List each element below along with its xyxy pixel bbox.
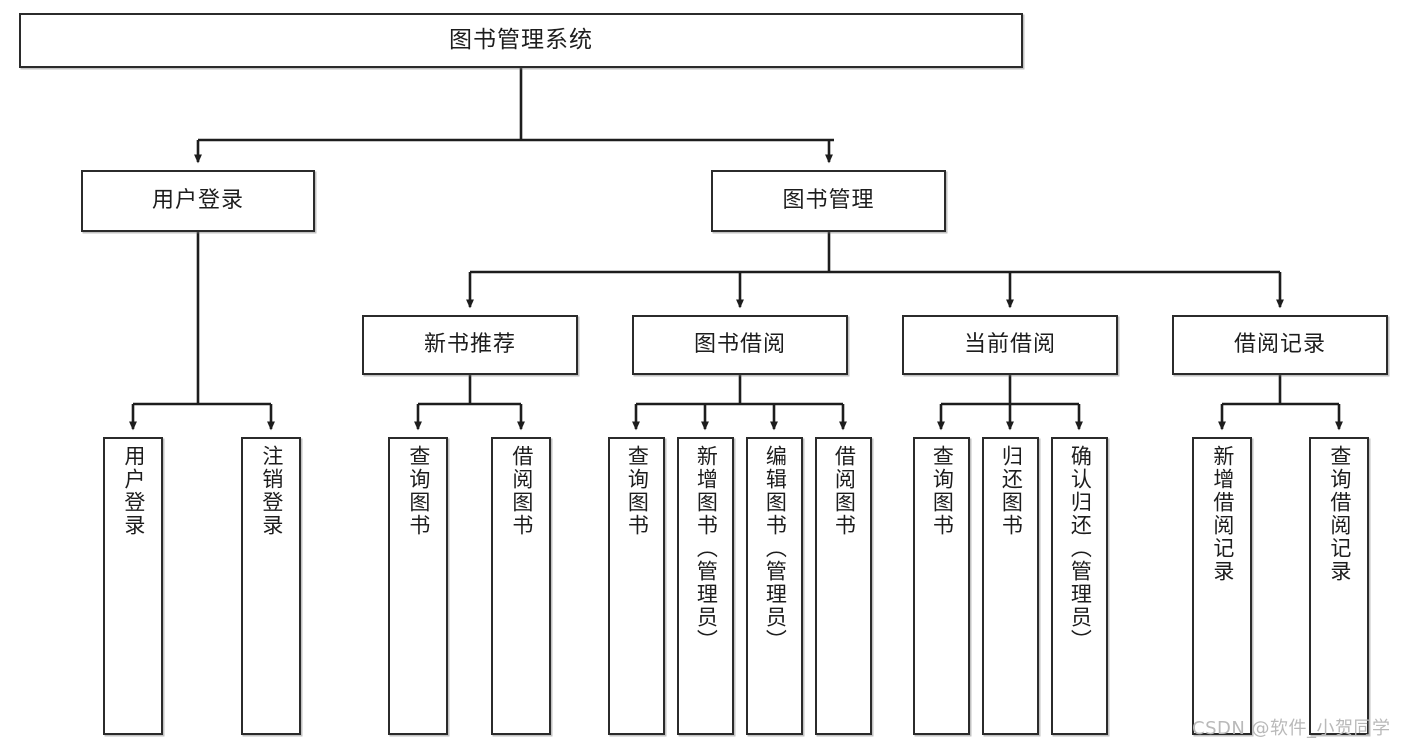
node-root-book-management-system[interactable]: 图书管理系统: [19, 13, 1023, 68]
node-label: 借阅图书: [509, 445, 534, 537]
node-borrow-record[interactable]: 借阅记录: [1172, 315, 1388, 375]
leaf-borrow-book-recommendation[interactable]: 借阅图书: [491, 437, 551, 735]
node-label: 图书管理系统: [449, 26, 593, 53]
leaf-add-borrow-record[interactable]: 新增借阅记录: [1192, 437, 1252, 735]
leaf-confirm-return-admin[interactable]: 确认归还（管理员）: [1051, 437, 1108, 735]
node-label: 新增借阅记录: [1210, 445, 1235, 583]
node-label: 注销登录: [259, 445, 284, 537]
node-label: 确认归还（管理员）: [1068, 445, 1093, 652]
leaf-return-book[interactable]: 归还图书: [982, 437, 1039, 735]
leaf-query-book-recommendation[interactable]: 查询图书: [388, 437, 448, 735]
node-label: 查询图书: [406, 445, 431, 537]
node-label: 用户登录: [151, 187, 244, 213]
node-current-borrow[interactable]: 当前借阅: [902, 315, 1118, 375]
node-book-borrow[interactable]: 图书借阅: [632, 315, 848, 375]
node-label: 图书借阅: [693, 331, 786, 357]
node-new-book-recommendation[interactable]: 新书推荐: [362, 315, 578, 375]
node-book-management[interactable]: 图书管理: [711, 170, 946, 232]
node-label: 用户登录: [121, 445, 146, 537]
node-label: 查询借阅记录: [1327, 445, 1352, 583]
node-label: 借阅图书: [832, 445, 857, 537]
node-label: 借阅记录: [1233, 331, 1326, 357]
watermark-csdn: CSDN @软件_小贺同学: [1192, 718, 1391, 739]
leaf-user-login[interactable]: 用户登录: [103, 437, 163, 735]
leaf-edit-book-admin[interactable]: 编辑图书（管理员）: [746, 437, 803, 735]
node-label: 当前借阅: [963, 331, 1056, 357]
node-label: 新书推荐: [423, 331, 516, 357]
node-label: 图书管理: [782, 187, 875, 213]
node-user-login[interactable]: 用户登录: [81, 170, 315, 232]
node-label: 编辑图书（管理员）: [763, 445, 788, 652]
leaf-borrow-book[interactable]: 借阅图书: [815, 437, 872, 735]
node-label: 新增图书（管理员）: [694, 445, 719, 652]
leaf-query-book-current[interactable]: 查询图书: [913, 437, 970, 735]
leaf-query-borrow-record[interactable]: 查询借阅记录: [1309, 437, 1369, 735]
node-label: 查询图书: [625, 445, 650, 537]
leaf-add-book-admin[interactable]: 新增图书（管理员）: [677, 437, 734, 735]
leaf-query-book-borrow[interactable]: 查询图书: [608, 437, 665, 735]
node-label: 归还图书: [999, 445, 1024, 537]
leaf-user-logout[interactable]: 注销登录: [241, 437, 301, 735]
node-label: 查询图书: [930, 445, 955, 537]
